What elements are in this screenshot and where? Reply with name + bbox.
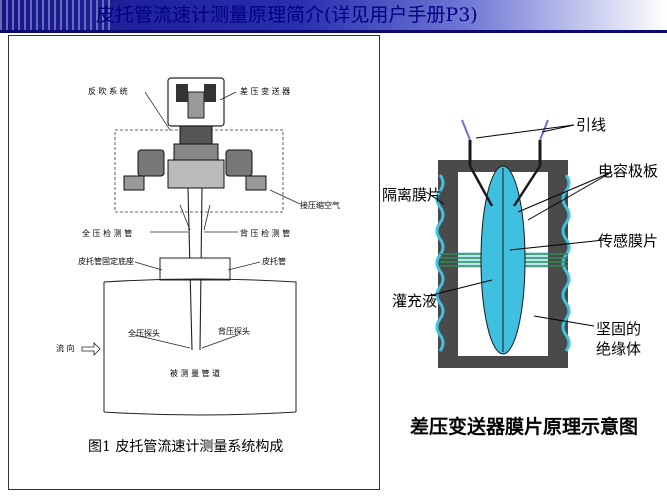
solenoid-valve-left xyxy=(137,149,165,177)
leader-air xyxy=(269,189,301,205)
label-lead: 引线 xyxy=(576,116,607,134)
label-fill: 灌充液 xyxy=(392,292,438,310)
leader-total-probe xyxy=(134,334,191,349)
transmitter-window-right xyxy=(204,84,216,102)
slide-header: 皮托管流速计测量原理简介(详见用户手册P3) xyxy=(0,0,667,30)
header-rule xyxy=(0,30,667,33)
flow-arrow-icon xyxy=(81,342,101,356)
left-figure-frame xyxy=(8,35,380,490)
lead-posts xyxy=(468,140,542,166)
valve-block xyxy=(167,159,225,189)
label-pitot: 皮托管 xyxy=(262,257,286,266)
label-flow: 流 向 xyxy=(56,344,75,353)
label-pipe: 被 测 量 管 道 xyxy=(170,369,221,378)
label-air: 接压缩空气 xyxy=(300,201,340,210)
label-transmitter: 差 压 变 送 器 xyxy=(240,87,291,96)
label-isolation: 隔离膜片 xyxy=(382,186,443,204)
body-right-wall xyxy=(548,160,568,368)
lead-wire-right xyxy=(539,119,549,141)
fitting-right xyxy=(245,175,267,191)
solenoid-valve-right xyxy=(225,149,253,177)
capacitor-leads xyxy=(468,165,542,207)
label-base: 皮托管固定底座 xyxy=(78,257,134,266)
isolation-membrane-right xyxy=(561,174,571,352)
transmitter-window-left xyxy=(176,84,188,102)
leader-transmitter xyxy=(219,91,237,101)
label-back-probe: 背压探头 xyxy=(218,327,250,336)
lead-wire-left xyxy=(461,119,471,141)
leader-base xyxy=(134,261,163,271)
slide-title: 皮托管流速计测量原理简介(详见用户手册P3) xyxy=(96,4,478,26)
leader-blowback xyxy=(144,91,171,131)
label-insulator-2: 绝缘体 xyxy=(596,340,642,358)
label-insulator-1: 坚固的 xyxy=(596,320,642,338)
body-bottom xyxy=(458,356,548,368)
figure-1-caption: 图1 皮托管流速计测量系统构成 xyxy=(88,439,284,455)
label-blowback: 反 吹 系 统 xyxy=(88,87,128,96)
measured-pipe xyxy=(103,278,297,416)
header-gradient xyxy=(0,0,667,30)
header-texture xyxy=(0,0,110,30)
leader-back-probe xyxy=(201,334,239,349)
label-sensing: 传感膜片 xyxy=(598,232,659,250)
label-capacitor: 电容极板 xyxy=(598,162,659,180)
tube-branch-left xyxy=(179,204,191,231)
label-back-tube: 背 压 检 测 管 xyxy=(240,229,291,238)
isolation-membrane-left xyxy=(435,174,445,352)
transmitter-core xyxy=(187,91,205,119)
label-total-tube: 全 压 检 测 管 xyxy=(82,229,133,238)
leader-pitot xyxy=(227,261,261,271)
fitting-left xyxy=(123,175,145,191)
label-leaders xyxy=(425,124,613,327)
mounting-base xyxy=(159,257,231,281)
figure-2-caption: 差压变送器膜片原理示意图 xyxy=(410,416,639,438)
tube-branch-right xyxy=(203,204,211,231)
label-total-probe: 全压探头 xyxy=(128,329,160,338)
